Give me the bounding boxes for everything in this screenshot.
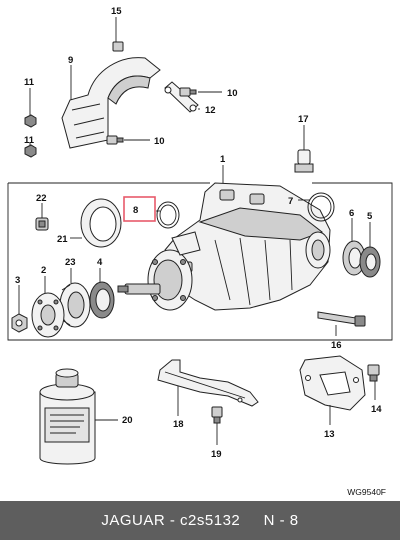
callout-11-lower: 11 <box>24 135 35 146</box>
exploded-parts-diagram: 15 9 11 10 12 11 10 17 1 22 8 7 6 5 21 2… <box>7 6 393 465</box>
callout-9: 9 <box>68 55 73 66</box>
part-11-nut-lower <box>24 144 37 158</box>
part-21-gasket-ring <box>80 198 122 248</box>
part-20-oil-bottle <box>39 368 96 465</box>
callout-10-lower: 10 <box>154 136 165 147</box>
part-4-seal <box>89 281 115 319</box>
callout-6: 6 <box>349 208 354 219</box>
callout-22: 22 <box>36 193 47 204</box>
callout-20: 20 <box>122 415 133 426</box>
callout-18: 18 <box>173 419 184 430</box>
callout-1: 1 <box>220 154 226 165</box>
callout-5: 5 <box>367 211 373 222</box>
part-23-deflector <box>59 282 91 328</box>
callout-19: 19 <box>211 449 222 460</box>
part-10-bolt-upper <box>179 87 197 97</box>
callout-23: 23 <box>65 257 76 268</box>
assembly-bracket <box>7 182 393 341</box>
callout-2: 2 <box>41 265 46 276</box>
callout-17: 17 <box>298 114 309 125</box>
part-19-bolt <box>211 406 223 424</box>
callout-15: 15 <box>111 6 122 17</box>
diagram-code: WG9540F <box>347 487 386 497</box>
callout-12: 12 <box>205 105 216 116</box>
part-2-drive-flange <box>31 292 65 338</box>
part-3-nut <box>11 313 28 333</box>
callout-16: 16 <box>331 340 342 351</box>
part-12-bracket <box>164 81 199 113</box>
part-22-plug <box>35 217 49 231</box>
leader-lines <box>18 17 376 445</box>
callout-13: 13 <box>324 429 335 440</box>
part-10-bolt-lower <box>106 135 124 145</box>
part-16-bolt <box>317 311 366 327</box>
part-13-mounting-plate <box>299 355 366 411</box>
callout-10-upper: 10 <box>227 88 238 99</box>
callout-14: 14 <box>371 404 382 415</box>
part-15-bolt <box>112 41 124 52</box>
callout-7: 7 <box>288 196 293 207</box>
callout-8: 8 <box>133 205 138 216</box>
part-8-seal-ring <box>156 201 180 229</box>
part-14-bolt <box>367 364 380 382</box>
footer-bar: JAGUAR - c2s5132 N - 8 <box>0 501 400 540</box>
highlight-box-part-8 <box>123 196 156 222</box>
callout-4: 4 <box>97 257 103 268</box>
callout-11-upper: 11 <box>24 77 35 88</box>
part-7-seal-ring <box>307 192 335 222</box>
part-9-heat-shield <box>61 43 161 149</box>
callout-21: 21 <box>57 234 68 245</box>
part-5-seal <box>359 246 381 278</box>
part-11-nut-upper <box>24 114 37 128</box>
part-1-transfer-case-housing <box>117 182 331 311</box>
callout-3: 3 <box>15 275 20 286</box>
part-17-sensor <box>294 149 314 173</box>
part-18-mounting-bracket <box>157 359 259 407</box>
footer-caption: JAGUAR - c2s5132 N - 8 <box>101 512 299 529</box>
